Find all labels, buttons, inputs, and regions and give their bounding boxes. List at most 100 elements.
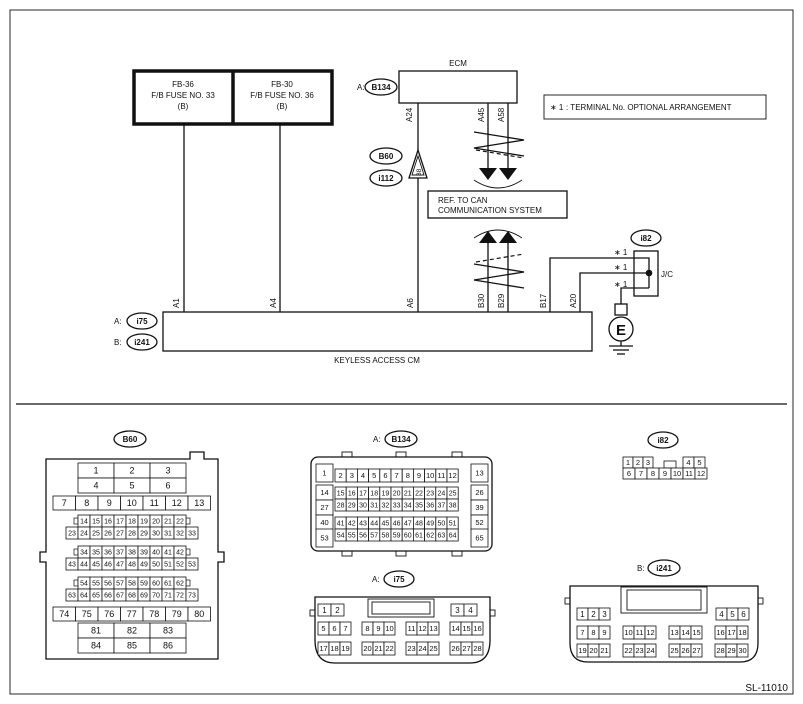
pin-number: 64: [80, 593, 88, 600]
pin-number: 61: [164, 581, 172, 588]
pin-number: 14: [451, 624, 459, 633]
can-ref-box: [427, 190, 568, 219]
pin-row-key: [185, 517, 191, 525]
pin-number: 70: [152, 593, 160, 600]
conn-i75-tab: [309, 609, 316, 617]
pin-number: 21: [164, 519, 172, 526]
pin-row-key: [73, 548, 79, 556]
pin-number: 9: [376, 624, 380, 633]
can-arrow-up-2: [499, 231, 517, 243]
pin-number: 47: [404, 521, 412, 528]
ecm-box: [398, 70, 518, 104]
pin-number: 2: [339, 471, 343, 480]
pin-cell: [185, 526, 199, 540]
pin-cell: [427, 621, 440, 636]
pin-number: 25: [670, 646, 678, 655]
pin-number: 26: [104, 531, 112, 538]
pin-number: 24: [80, 531, 88, 538]
pin-number: 63: [438, 533, 446, 540]
pin-number: 24: [438, 491, 446, 498]
pin-number: 84: [91, 641, 101, 651]
pin-number: 7: [395, 471, 399, 480]
pin-number: 19: [341, 644, 349, 653]
pin-number: 23: [635, 646, 643, 655]
pin-cell: [644, 643, 657, 658]
pin-number: 6: [165, 481, 170, 491]
pin-cell: [736, 625, 749, 640]
conn-i75-name: i75: [393, 575, 405, 584]
pin-number: 62: [426, 533, 434, 540]
pin-number: 25: [449, 491, 457, 498]
jc-connector-badge: [630, 229, 662, 247]
pin-number: 24: [418, 644, 426, 653]
pin-number: 53: [320, 534, 328, 543]
conn-i82-badge: [647, 431, 679, 449]
pin-number: 52: [176, 562, 184, 569]
wire-jc-to-ground: [620, 287, 649, 304]
pin-number: 15: [337, 491, 345, 498]
fuse-2-line1: FB-30: [271, 80, 293, 89]
pin-number: 85: [127, 641, 137, 651]
can-arrow-down-1: [479, 168, 497, 180]
ecm-terminal-a45: A45: [477, 107, 486, 122]
pin-number: 36: [104, 550, 112, 557]
pin-number: 44: [370, 521, 378, 528]
pin-number: 83: [163, 626, 173, 636]
pin-number: 14: [80, 519, 88, 526]
keyless-terminal-a1: A1: [172, 298, 181, 308]
pin-number: 51: [164, 562, 172, 569]
pin-number: 30: [738, 646, 746, 655]
ecm-terminal-a58: A58: [497, 107, 506, 122]
pin-number: 3: [602, 610, 607, 619]
pin-number: 39: [140, 550, 148, 557]
pin-number: 5: [372, 471, 376, 480]
pin-number: 2: [129, 466, 134, 476]
pin-number: 25: [92, 531, 100, 538]
pin-number: 22: [385, 644, 393, 653]
conn-i241-prefix: B:: [637, 564, 645, 573]
pin-number: 13: [475, 469, 483, 478]
pin-number: 14: [320, 488, 328, 497]
pin-number: 15: [692, 628, 700, 637]
pin-row-key: [663, 460, 677, 469]
pin-number: 51: [449, 521, 457, 528]
pin-number: 58: [382, 533, 390, 540]
conn-b134-tab: [451, 451, 463, 458]
pin-number: 8: [591, 628, 595, 637]
keyless-conn-b-badge: [126, 333, 158, 351]
note-star: ∗ 1: [550, 103, 564, 112]
pin-number: 37: [438, 503, 446, 510]
pin-number: 32: [382, 503, 390, 510]
keyless-conn-b-prefix: B:: [114, 338, 122, 347]
pin-number: 24: [646, 646, 654, 655]
pin-number: 15: [462, 624, 470, 633]
pin-number: 11: [636, 628, 644, 637]
keyless-conn-a-name: i75: [136, 317, 148, 326]
conn-i241-latch-inner: [626, 589, 702, 611]
keyless-conn-a-prefix: A:: [114, 317, 122, 326]
conn-b134-tab: [395, 550, 407, 557]
pin-number: 22: [415, 491, 423, 498]
conn-b134-prefix: A:: [373, 435, 381, 444]
jc-star-3: ∗ 1: [614, 280, 628, 289]
conn-i241-badge: [647, 559, 681, 577]
pin-cell: [446, 528, 459, 542]
pin-number: 18: [738, 628, 746, 637]
pin-number: 16: [716, 628, 724, 637]
pin-number: 28: [716, 646, 724, 655]
pin-number: 1: [626, 458, 630, 467]
ecm-connector-name: B134: [371, 83, 391, 92]
pin-cell: [187, 495, 211, 511]
pin-number: 13: [670, 628, 678, 637]
pin-number: 16: [348, 491, 356, 498]
conn-i241-tab: [564, 597, 571, 605]
conn-b134-name: B134: [391, 435, 411, 444]
keyless-terminal-a20: A20: [569, 293, 578, 308]
joint-bottom-badge: [369, 169, 403, 187]
can-arrow-down-2: [499, 168, 517, 180]
pin-number: 20: [152, 519, 160, 526]
pin-number: 1: [322, 606, 327, 615]
